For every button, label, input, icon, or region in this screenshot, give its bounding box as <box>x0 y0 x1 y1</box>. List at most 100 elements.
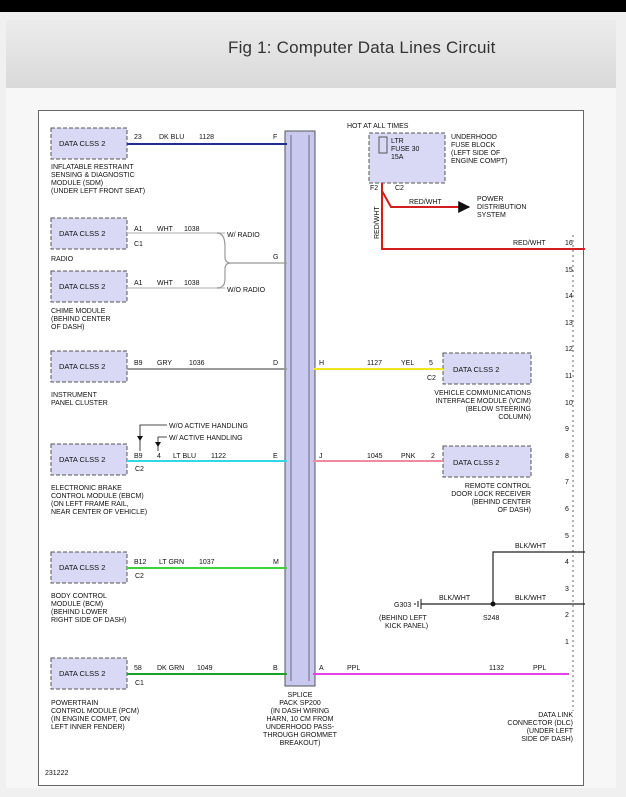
vcim-wire-color: YEL <box>401 360 414 367</box>
dlc-pin-number: 13 <box>565 320 573 327</box>
ebcm-conn-c2: C2 <box>135 466 144 473</box>
dlc-pin-number: 1 <box>565 639 569 646</box>
rcdlr-wire-color: PNK <box>401 453 416 460</box>
pcm-desc-line: LEFT INNER FENDER) <box>51 724 125 731</box>
chime-pin: A1 <box>134 280 143 287</box>
diagram-id: 231222 <box>45 770 68 777</box>
bcm-box-label: DATA CLSS 2 <box>59 563 105 572</box>
ebcm-desc-line: NEAR CENTER OF VEHICLE) <box>51 509 147 516</box>
bcm-circuit: 1037 <box>199 559 215 566</box>
chime-desc-line: (BEHIND CENTER <box>51 316 111 323</box>
dlc-circuit: 1132 <box>489 665 504 672</box>
vcim-conn: C2 <box>427 375 436 382</box>
splice-label-line: BREAKOUT) <box>280 740 321 747</box>
radio-box-label: DATA CLSS 2 <box>59 229 105 238</box>
pds-line: POWER <box>477 196 503 203</box>
bcm-conn: C2 <box>135 573 144 580</box>
bcm-desc-line: (BEHIND LOWER <box>51 609 107 616</box>
pcm-splice-pin: B <box>273 665 278 672</box>
pcm-box-label: DATA CLSS 2 <box>59 669 105 678</box>
dlc-pin-number: 12 <box>565 346 573 353</box>
sdm-desc: INFLATABLE RESTRAINT SENSING & DIAGNOSTI… <box>51 164 145 195</box>
module-ebcm: DATA CLSS 2 <box>50 443 128 476</box>
ground-g303: G303 <box>394 602 411 609</box>
ebcm-branch-arrow-1 <box>137 436 143 441</box>
rcdlr-desc-line: (BEHIND CENTER <box>471 499 531 506</box>
wire-sdm: 23 DK BLU 1128 F <box>127 134 287 145</box>
module-bcm: DATA CLSS 2 <box>50 551 128 584</box>
dlc-pin-number: 2 <box>565 612 569 619</box>
ebcm-circuit: 1122 <box>211 453 226 460</box>
module-radio: DATA CLSS 2 <box>50 217 128 250</box>
vcim-desc-line: COLUMN) <box>498 414 531 421</box>
dlc-pin-number: 15 <box>565 267 573 274</box>
bcm-desc: BODY CONTROL MODULE (BCM) (BEHIND LOWER … <box>51 593 126 624</box>
dlc-pin-number: 8 <box>565 453 569 460</box>
dlc-splice-pin: A <box>319 665 324 672</box>
red-wht-vertical-label: RED/WHT <box>374 206 381 239</box>
bcm-desc-line: RIGHT SIDE OF DASH) <box>51 617 126 624</box>
wire-blk-wht-dlc5 <box>492 551 585 604</box>
splice-s248: S248 <box>483 615 499 622</box>
top-bar <box>244 0 374 12</box>
wire-vcim: H 1127 YEL 5 C2 <box>313 360 443 382</box>
ebcm-splice-pin: E <box>273 453 278 460</box>
pcm-desc-line: (IN ENGINE COMPT, ON <box>51 716 130 723</box>
rcdlr-circuit: 1045 <box>367 453 383 460</box>
radio-conn-c1: C1 <box>134 241 143 248</box>
module-ipc: DATA CLSS 2 <box>50 350 128 383</box>
rcdlr-desc: REMOTE CONTROL DOOR LOCK RECEIVER (BEHIN… <box>451 483 531 514</box>
dlc-wire-color-left: PPL <box>347 665 360 672</box>
ebcm-note-wo: W/O ACTIVE HANDLING <box>169 423 248 430</box>
ground-blk-wht-label: BLK/WHT <box>439 595 471 602</box>
sdm-circuit: 1128 <box>199 134 214 141</box>
dlc-desc-line: CONNECTOR (DLC) <box>507 720 573 727</box>
splice-label-line: HARN, 10 CM FROM <box>267 716 334 723</box>
chime-circuit: 1038 <box>184 280 200 287</box>
rcdlr-desc-line: OF DASH) <box>498 507 531 514</box>
pcm-conn: C1 <box>135 680 144 687</box>
bcm-desc-line: BODY CONTROL <box>51 593 107 600</box>
pcm-circuit: 1049 <box>197 665 213 672</box>
chime-wire-color: WHT <box>157 280 174 287</box>
dlc-pin-number: 11 <box>565 373 572 380</box>
figure-title: Fig 1: Computer Data Lines Circuit <box>228 38 496 57</box>
dlc-pin-number: 5 <box>565 533 569 540</box>
dlc-red-wht-label: RED/WHT <box>513 240 546 247</box>
pcm-desc: POWERTRAIN CONTROL MODULE (PCM) (IN ENGI… <box>51 700 139 731</box>
wire-chime: A1 WHT 1038 W/O RADIO <box>127 280 266 294</box>
dlc-desc-line: (UNDER LEFT <box>527 728 574 735</box>
fuse-block-line: UNDERHOOD <box>451 134 497 141</box>
splice-label-line: SPLICE <box>288 692 313 699</box>
ground-g303-icon <box>414 599 422 609</box>
ebcm-pin-b9: B9 <box>134 453 143 460</box>
fuse-c2: C2 <box>395 185 404 192</box>
rcdlr-box-label: DATA CLSS 2 <box>453 458 499 467</box>
wire-dlc-ppl: A PPL 1132 PPL <box>313 665 569 675</box>
title-bar <box>6 20 616 89</box>
dlc4-blk-wht-label: BLK/WHT <box>515 595 547 602</box>
splice-pack-sp200 <box>284 130 316 687</box>
vcim-desc-line: INTERFACE MODULE (VCIM) <box>436 398 531 405</box>
pcm-desc-line: CONTROL MODULE (PCM) <box>51 708 139 715</box>
dlc-wire-color-right: PPL <box>533 665 546 672</box>
s248-splice-dot <box>490 601 496 607</box>
radio-pin-a1: A1 <box>134 226 143 233</box>
sdm-box-label: DATA CLSS 2 <box>59 139 105 148</box>
sdm-desc-line: MODULE (SDM) <box>51 180 103 187</box>
pds-line: SYSTEM <box>477 212 506 219</box>
bcm-desc-line: MODULE (BCM) <box>51 601 103 608</box>
ipc-desc-line: PANEL CLUSTER <box>51 400 108 407</box>
dlc-desc-line: SIDE OF DASH) <box>521 736 573 743</box>
bcm-splice-pin: M <box>273 559 279 566</box>
pcm-desc-line: POWERTRAIN <box>51 700 98 707</box>
ebcm-desc-line: CONTROL MODULE (EBCM) <box>51 493 144 500</box>
dlc-pin-number: 7 <box>565 479 569 486</box>
wire-bcm: B12 C2 LT GRN 1037 M <box>127 559 287 580</box>
ipc-pin: B9 <box>134 360 143 367</box>
wire-ipc: B9 GRY 1036 D <box>127 360 287 370</box>
wiring-diagram: DATA CLSS 2 DATA CLSS 2 DATA CLSS 2 DATA… <box>38 110 585 786</box>
pds-line: DISTRIBUTION <box>477 204 526 211</box>
radio-chime-bracket <box>216 232 287 289</box>
sdm-pin: 23 <box>134 134 142 141</box>
